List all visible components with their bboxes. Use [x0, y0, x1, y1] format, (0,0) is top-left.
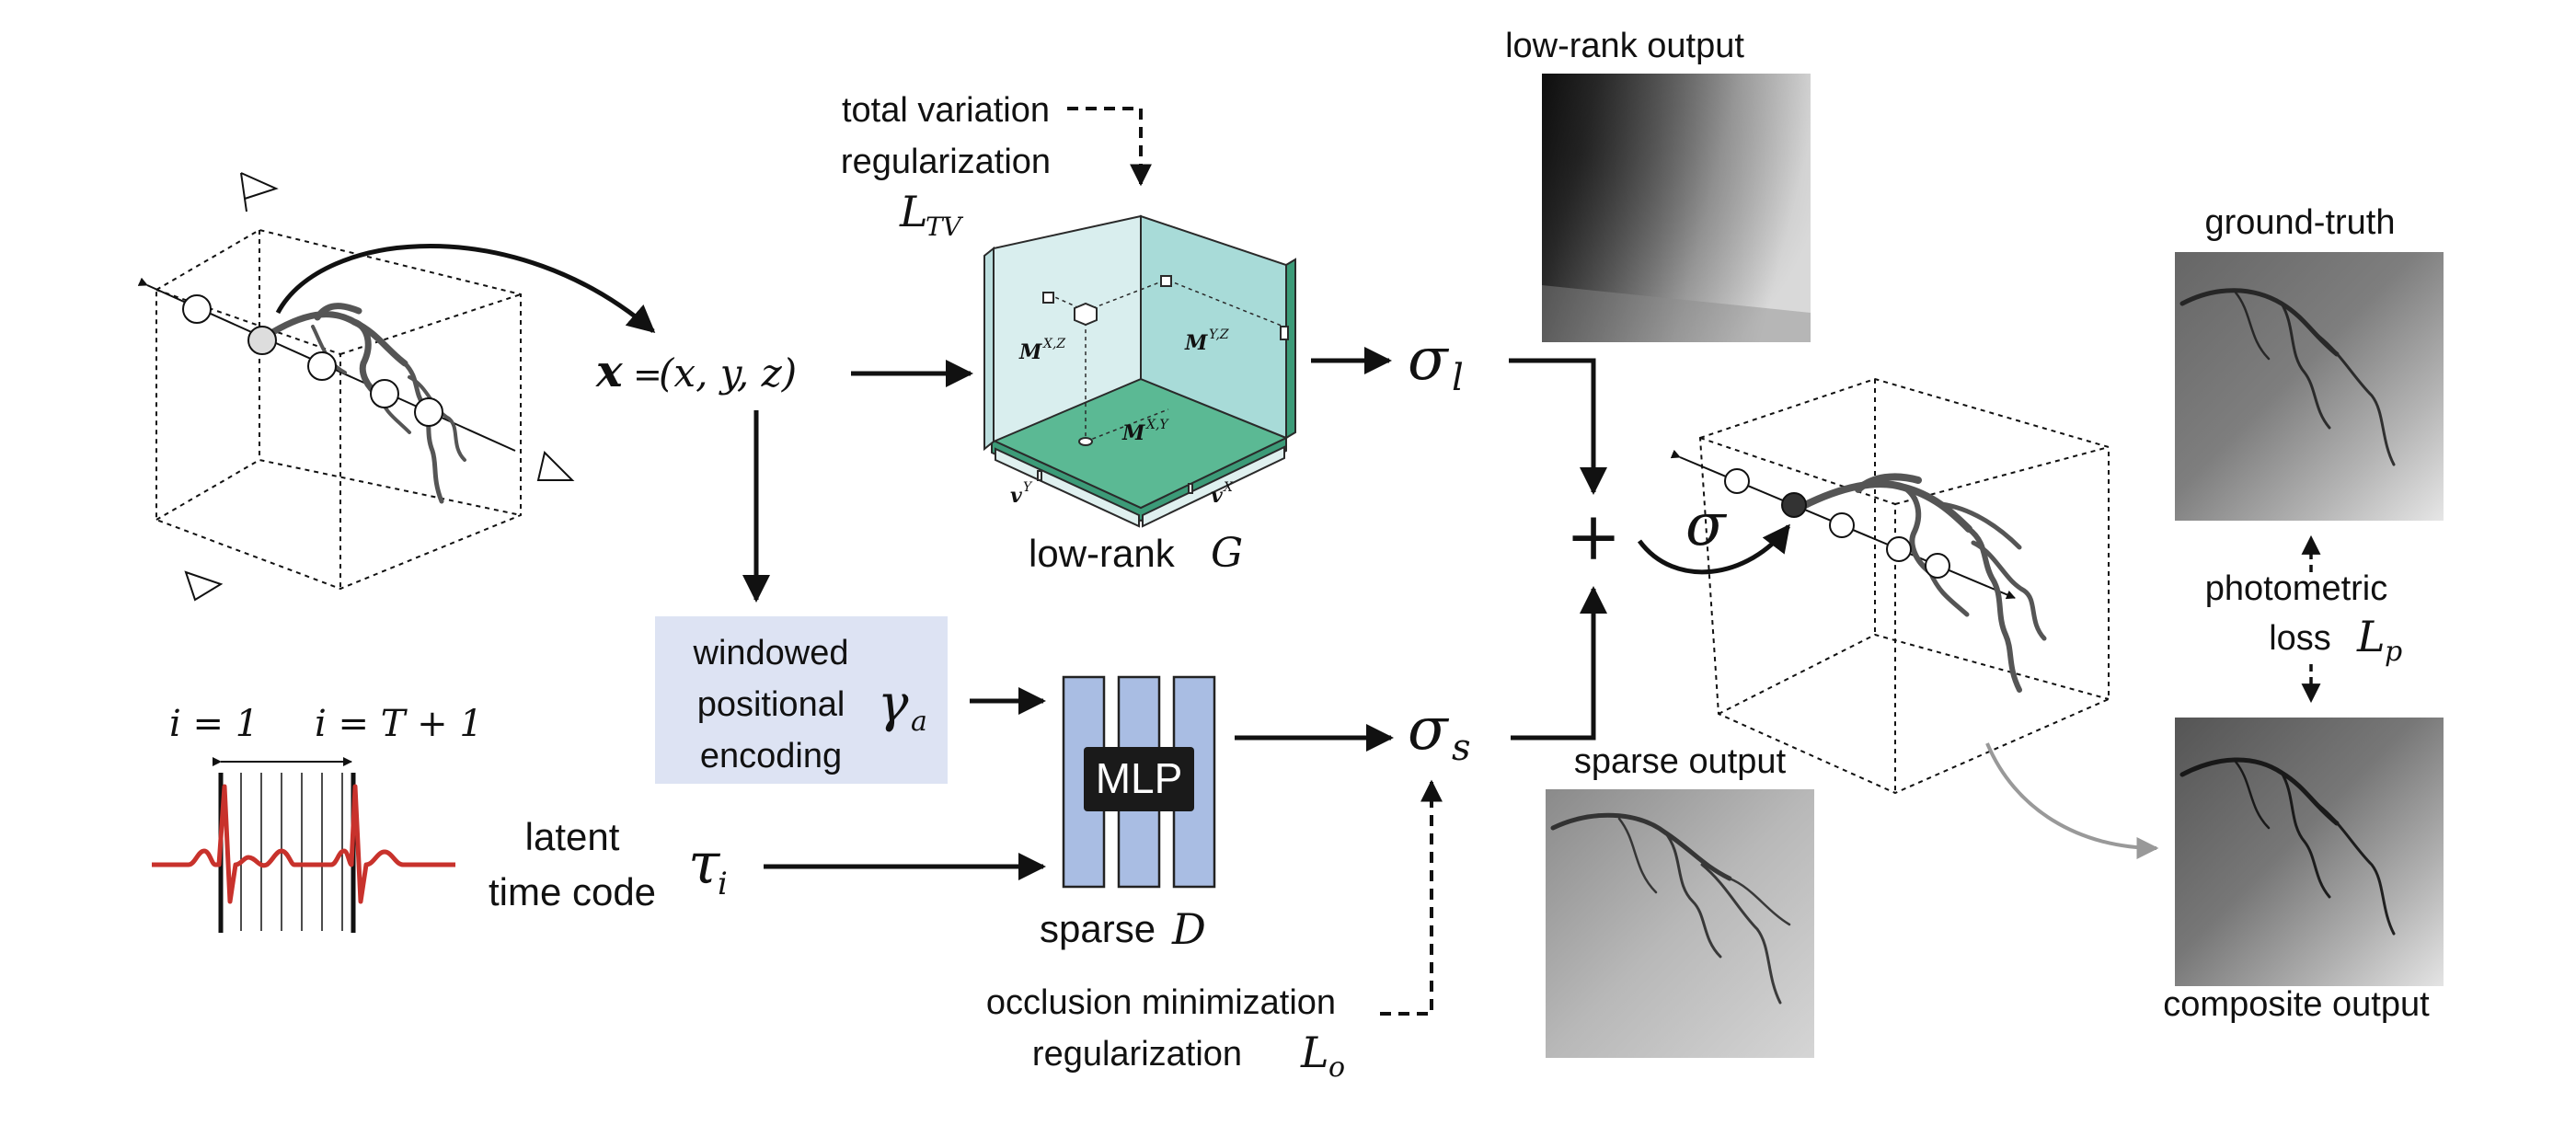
- tau-sub: i: [718, 866, 728, 902]
- sparse-output-image: [1546, 789, 1814, 1058]
- photometric-symbol-sub: p: [2385, 636, 2402, 668]
- vector-x-sup: X: [1223, 480, 1234, 495]
- ground-truth-title: ground-truth: [2204, 203, 2395, 242]
- composite-output-title: composite output: [2163, 985, 2430, 1024]
- matrix-yz-sup: Y,Z: [1209, 327, 1229, 342]
- pe-symbol: γ: [878, 674, 909, 734]
- time-window-lines: [240, 773, 343, 931]
- sparse-output-title: sparse output: [1574, 742, 1787, 781]
- ray-sample-points: [182, 294, 443, 427]
- tv-reg-symbol: L: [899, 187, 928, 236]
- sum-sigma: σ: [1685, 491, 1728, 559]
- pe-line3: encoding: [700, 737, 842, 775]
- pe-line1: windowed: [693, 634, 849, 672]
- occlusion-arrow: [1380, 779, 1443, 1016]
- occlusion-line2: regularization: [1032, 1035, 1242, 1074]
- pe-line2: positional: [697, 685, 845, 724]
- matrix-xz-sup: X,Z: [1042, 337, 1065, 351]
- coords-equals: =: [633, 354, 662, 395]
- low-rank-output-image: [1542, 74, 1811, 342]
- vessel-tree-output: [1800, 473, 2047, 693]
- input-volume: [155, 228, 522, 591]
- sum-plus: +: [1566, 498, 1621, 575]
- time-index-last: i = T + 1: [315, 703, 483, 745]
- low-rank-symbol: G: [1211, 530, 1243, 577]
- time-index-first: i = 1: [169, 703, 259, 745]
- matrix-yz-label: M: [1184, 331, 1208, 355]
- mlp-badge: [1084, 747, 1194, 811]
- matrix-xy-sup: X,Y: [1145, 418, 1169, 432]
- occlusion-symbol: L: [1300, 1028, 1329, 1077]
- vector-y-sup: Y: [1023, 480, 1033, 495]
- photometric-line2: loss: [2269, 619, 2331, 658]
- pe-symbol-sub: a: [911, 706, 927, 738]
- sigma-l-symbol: σ: [1408, 326, 1450, 394]
- composite-output-image: [2175, 718, 2444, 986]
- vector-y-label: v: [1010, 484, 1022, 508]
- output-sample-points: [1724, 468, 1950, 579]
- matrix-xy-label: M: [1121, 421, 1145, 445]
- sigma-s-to-sum-arrow: [1511, 586, 1607, 741]
- output-volume: [1698, 377, 2110, 795]
- sparse-label: sparse: [1040, 907, 1156, 950]
- tv-reg-symbol-sub: TV: [926, 212, 964, 242]
- sigma-s-symbol: σ: [1408, 695, 1450, 764]
- sparse-symbol: D: [1171, 904, 1206, 954]
- low-rank-output-title: low-rank output: [1505, 27, 1744, 65]
- photometric-line1: photometric: [2205, 569, 2388, 608]
- sample-to-coords-arrow: [275, 244, 656, 333]
- volume-to-composite-arrow: [1985, 742, 2159, 859]
- matrix-xz-label: M: [1018, 340, 1042, 364]
- low-rank-grid: [983, 214, 1296, 528]
- latent-line1: latent: [525, 815, 620, 858]
- vector-x-label: v: [1211, 484, 1223, 508]
- occlusion-line1: occlusion minimization: [986, 983, 1336, 1022]
- camera-icon-right: [536, 451, 575, 481]
- latent-line2: time code: [489, 870, 656, 913]
- tv-reg-arrow: [1067, 107, 1152, 187]
- camera-icon-bottom: [184, 570, 224, 602]
- tv-reg-line1: total variation: [842, 91, 1050, 130]
- sigma-l-to-sum-arrow: [1509, 358, 1607, 495]
- sigma-s-sub: s: [1452, 727, 1471, 769]
- tv-reg-line2: regularization: [841, 143, 1051, 181]
- tau-symbol: τ: [688, 830, 721, 897]
- ecg-waveform: [152, 784, 455, 904]
- sigma-l-sub: l: [1452, 357, 1464, 399]
- photometric-symbol: L: [2356, 612, 2386, 661]
- low-rank-label: low-rank: [1029, 532, 1176, 575]
- occlusion-symbol-sub: o: [1328, 1051, 1345, 1084]
- positional-encoding-box: [655, 616, 948, 784]
- camera-icon-top: [240, 172, 279, 212]
- ground-truth-image: [2175, 252, 2444, 521]
- mlp-label: MLP: [1096, 754, 1183, 802]
- coords-x-bold: x: [595, 346, 624, 397]
- coords-tuple: (x, y, z): [659, 350, 797, 396]
